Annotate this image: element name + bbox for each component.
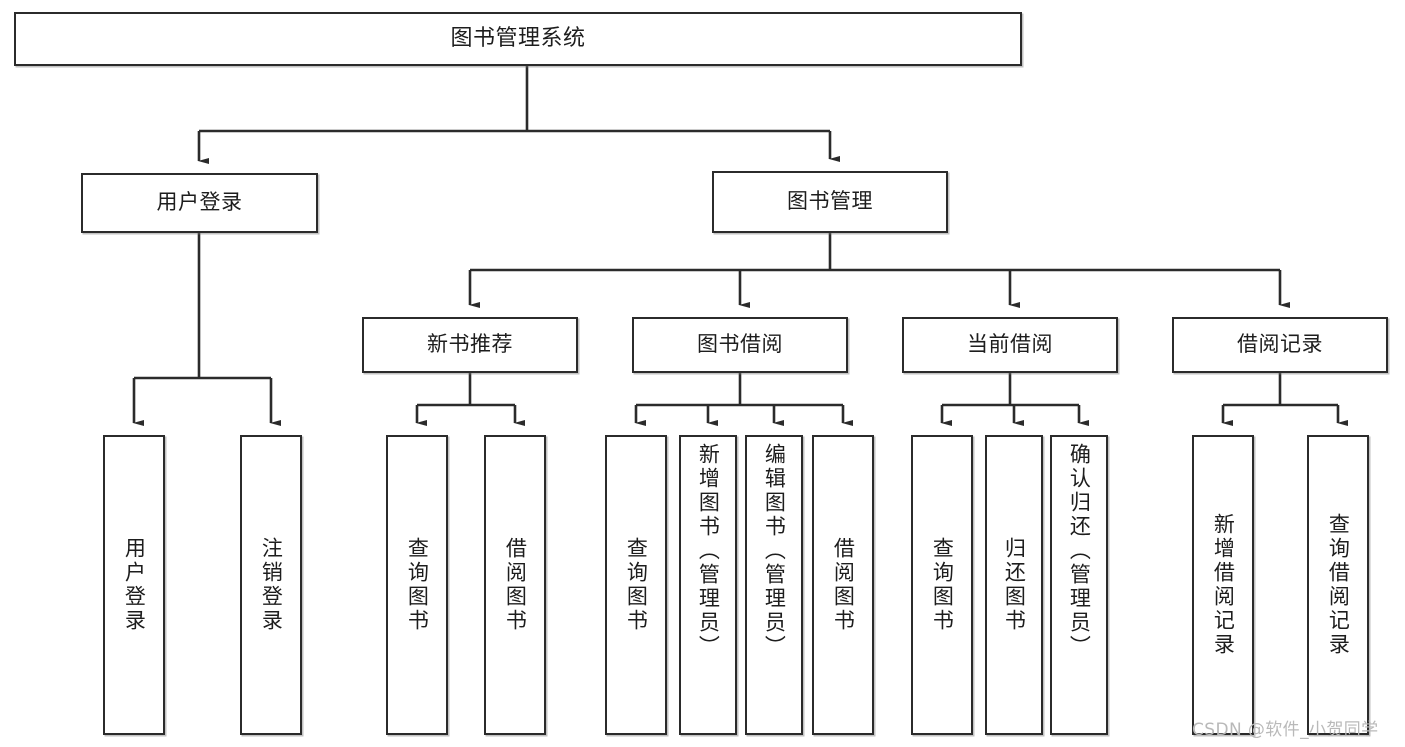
leaf-query-book-borrow-label: 查询图书 [624,537,649,633]
node-book-borrow[interactable]: 图书借阅 [632,317,848,373]
leaf-confirm-return-admin-label: 确认归还（管理员） [1067,443,1092,659]
leaf-confirm-return-admin[interactable]: 确认归还（管理员） [1050,435,1108,735]
leaf-user-logout-label: 注销登录 [259,537,284,633]
leaf-query-borrow-record-label: 查询借阅记录 [1326,513,1351,657]
leaf-query-book-current-label: 查询图书 [930,537,955,633]
leaf-query-book-current[interactable]: 查询图书 [911,435,973,735]
leaf-query-book-recommend-label: 查询图书 [405,537,430,633]
leaf-query-borrow-record[interactable]: 查询借阅记录 [1307,435,1369,735]
node-borrow-record-label: 借阅记录 [1237,332,1323,357]
node-book-management[interactable]: 图书管理 [712,171,948,233]
leaf-edit-book-admin-label: 编辑图书（管理员） [762,443,787,659]
leaf-query-book-recommend[interactable]: 查询图书 [386,435,448,735]
node-borrow-record[interactable]: 借阅记录 [1172,317,1388,373]
node-book-borrow-label: 图书借阅 [697,332,783,357]
leaf-return-book-label: 归还图书 [1002,537,1027,633]
leaf-borrow-book-recommend[interactable]: 借阅图书 [484,435,546,735]
leaf-add-book-admin-label: 新增图书（管理员） [696,443,721,659]
leaf-user-login-label: 用户登录 [122,537,147,633]
leaf-user-login[interactable]: 用户登录 [103,435,165,735]
watermark: CSDN @软件_小贺同学 [1192,720,1379,740]
node-current-borrow[interactable]: 当前借阅 [902,317,1118,373]
node-book-management-label: 图书管理 [787,189,873,214]
node-new-book-recommend-label: 新书推荐 [427,332,513,357]
node-user-login-label: 用户登录 [156,190,243,215]
leaf-add-book-admin[interactable]: 新增图书（管理员） [679,435,737,735]
leaf-add-borrow-record-label: 新增借阅记录 [1211,513,1236,657]
leaf-borrow-book-recommend-label: 借阅图书 [503,537,528,633]
leaf-lend-book[interactable]: 借阅图书 [812,435,874,735]
leaf-edit-book-admin[interactable]: 编辑图书（管理员） [745,435,803,735]
leaf-lend-book-label: 借阅图书 [831,537,856,633]
node-new-book-recommend[interactable]: 新书推荐 [362,317,578,373]
node-user-login[interactable]: 用户登录 [81,173,318,233]
leaf-query-book-borrow[interactable]: 查询图书 [605,435,667,735]
leaf-return-book[interactable]: 归还图书 [985,435,1043,735]
leaf-add-borrow-record[interactable]: 新增借阅记录 [1192,435,1254,735]
leaf-user-logout[interactable]: 注销登录 [240,435,302,735]
node-root[interactable]: 图书管理系统 [14,12,1022,66]
node-root-label: 图书管理系统 [450,25,586,51]
node-current-borrow-label: 当前借阅 [967,332,1053,357]
